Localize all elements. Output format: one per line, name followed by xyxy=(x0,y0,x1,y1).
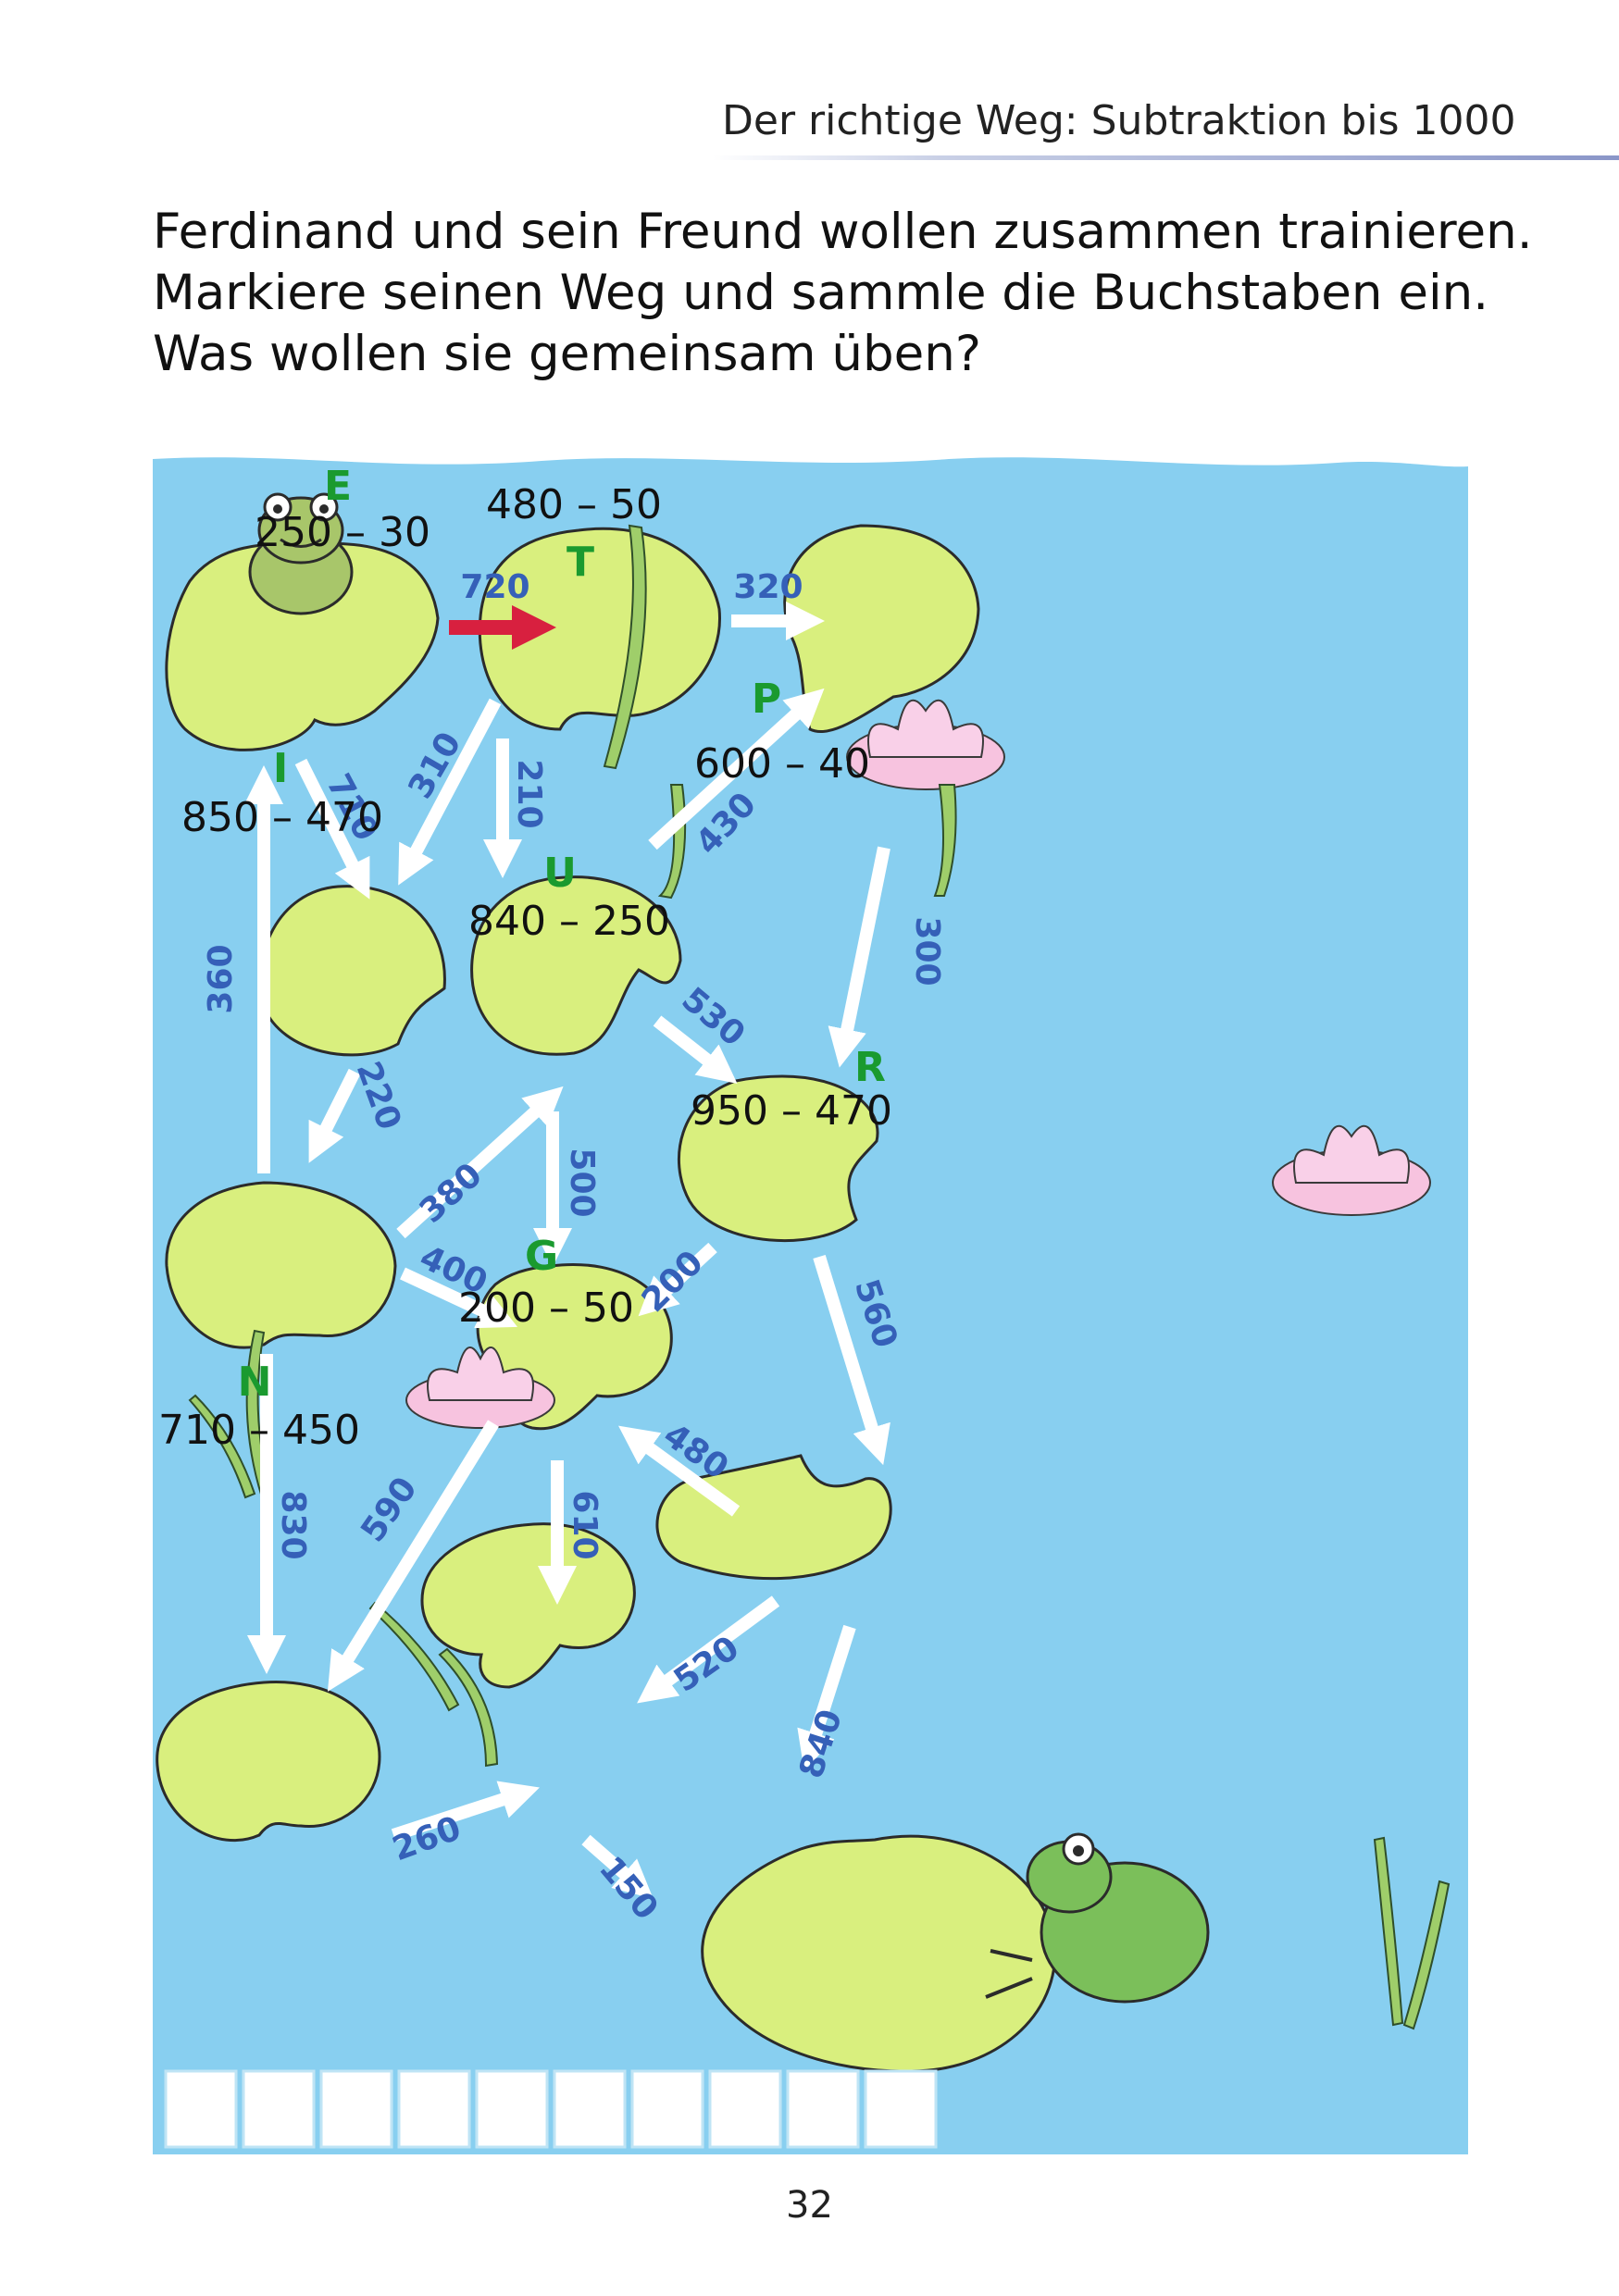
instruction-line: Ferdinand und sein Freund wollen zusamme… xyxy=(153,204,1533,260)
path-arrow-R-end xyxy=(797,1624,856,1771)
path-arrow-I-T xyxy=(396,1086,564,1239)
answer-box[interactable] xyxy=(786,2069,860,2149)
instruction-line: Was wollen sie gemeinsam üben? xyxy=(153,326,981,382)
answer-box[interactable] xyxy=(475,2069,549,2149)
page-header-title: Der richtige Weg: Subtraktion bis 1000 xyxy=(722,97,1516,144)
arrow-label: 500 xyxy=(563,1148,601,1217)
frog-icon xyxy=(985,1832,1210,2004)
arrow-label: 210 xyxy=(510,759,548,828)
pad-letter: I xyxy=(273,745,288,792)
frog-icon xyxy=(248,492,354,615)
instructions: Ferdinand und sein Freund wollen zusamme… xyxy=(153,202,1533,385)
pad-letter: G xyxy=(525,1233,558,1280)
arrow-label: 720 xyxy=(460,568,529,606)
answer-box[interactable] xyxy=(164,2069,238,2149)
arrow-label: 830 xyxy=(274,1490,312,1559)
pad-expression: 480 – 50 xyxy=(486,481,662,528)
answer-box[interactable] xyxy=(864,2069,938,2149)
water-lily-flower-icon xyxy=(1272,1124,1431,1216)
water-lily-flower-icon xyxy=(846,699,1005,790)
answer-box[interactable] xyxy=(319,2069,393,2149)
answer-box[interactable] xyxy=(708,2069,782,2149)
lily-pad-start xyxy=(165,541,440,751)
answer-box[interactable] xyxy=(553,2069,627,2149)
pad-letter: U xyxy=(543,850,577,897)
lily-pad-G xyxy=(420,1522,636,1689)
pad-expression: 250 – 30 xyxy=(255,509,430,556)
reed-plant-icon xyxy=(188,524,1451,2030)
path-arrow-start-E xyxy=(294,758,370,900)
lily-pad-N xyxy=(156,1681,381,1843)
path-arrow-N-G xyxy=(391,1781,540,1842)
lily-pad-S xyxy=(783,524,980,734)
pad-expression: 850 – 470 xyxy=(181,794,383,841)
page-number: 32 xyxy=(786,2184,833,2227)
answer-box[interactable] xyxy=(242,2069,316,2149)
arrow-label: 360 xyxy=(202,944,240,1013)
lily-pad-P xyxy=(677,1074,879,1242)
path-arrow-S-P xyxy=(828,846,890,1068)
arrow-label: 300 xyxy=(908,916,946,986)
lily-pad-T xyxy=(470,875,682,1056)
path-arrow-T-P xyxy=(653,1015,738,1084)
instruction-line: Markiere seinen Weg und sammle die Buchs… xyxy=(153,265,1489,321)
path-arrow-R-U xyxy=(618,1425,741,1517)
pad-letter: N xyxy=(238,1359,272,1406)
lily-pad-W xyxy=(478,527,721,731)
path-arrow-P-R xyxy=(813,1254,890,1466)
pad-letter: E xyxy=(324,463,352,510)
path-arrow-P-U xyxy=(638,1242,717,1317)
pad-letter: T xyxy=(567,539,594,586)
answer-box[interactable] xyxy=(630,2069,704,2149)
path-arrow-U-N xyxy=(327,1420,499,1692)
pad-expression: 840 – 250 xyxy=(468,898,670,945)
path-arrow-G-end xyxy=(581,1834,654,1899)
header-rule xyxy=(713,155,1619,160)
arrow-label: 610 xyxy=(566,1490,604,1559)
pad-letter: R xyxy=(854,1044,886,1091)
pad-expression: 600 – 40 xyxy=(694,740,870,788)
pad-expression: 950 – 470 xyxy=(691,1087,892,1135)
water-lily-flower-icon xyxy=(405,1347,555,1429)
arrow-label: 320 xyxy=(733,568,803,606)
pad-expression: 710 – 450 xyxy=(158,1407,360,1454)
answer-box[interactable] xyxy=(397,2069,471,2149)
path-arrow-W-E xyxy=(398,698,502,886)
pad-expression: 200 – 50 xyxy=(458,1285,634,1332)
path-arrow-I-U xyxy=(400,1267,518,1329)
pad-letter: P xyxy=(752,676,781,723)
lily-pad-I xyxy=(165,1181,397,1349)
path-arrow-T-S xyxy=(648,688,825,850)
path-arrow-R-G xyxy=(637,1595,780,1704)
path-arrow-E-I xyxy=(308,1068,361,1163)
